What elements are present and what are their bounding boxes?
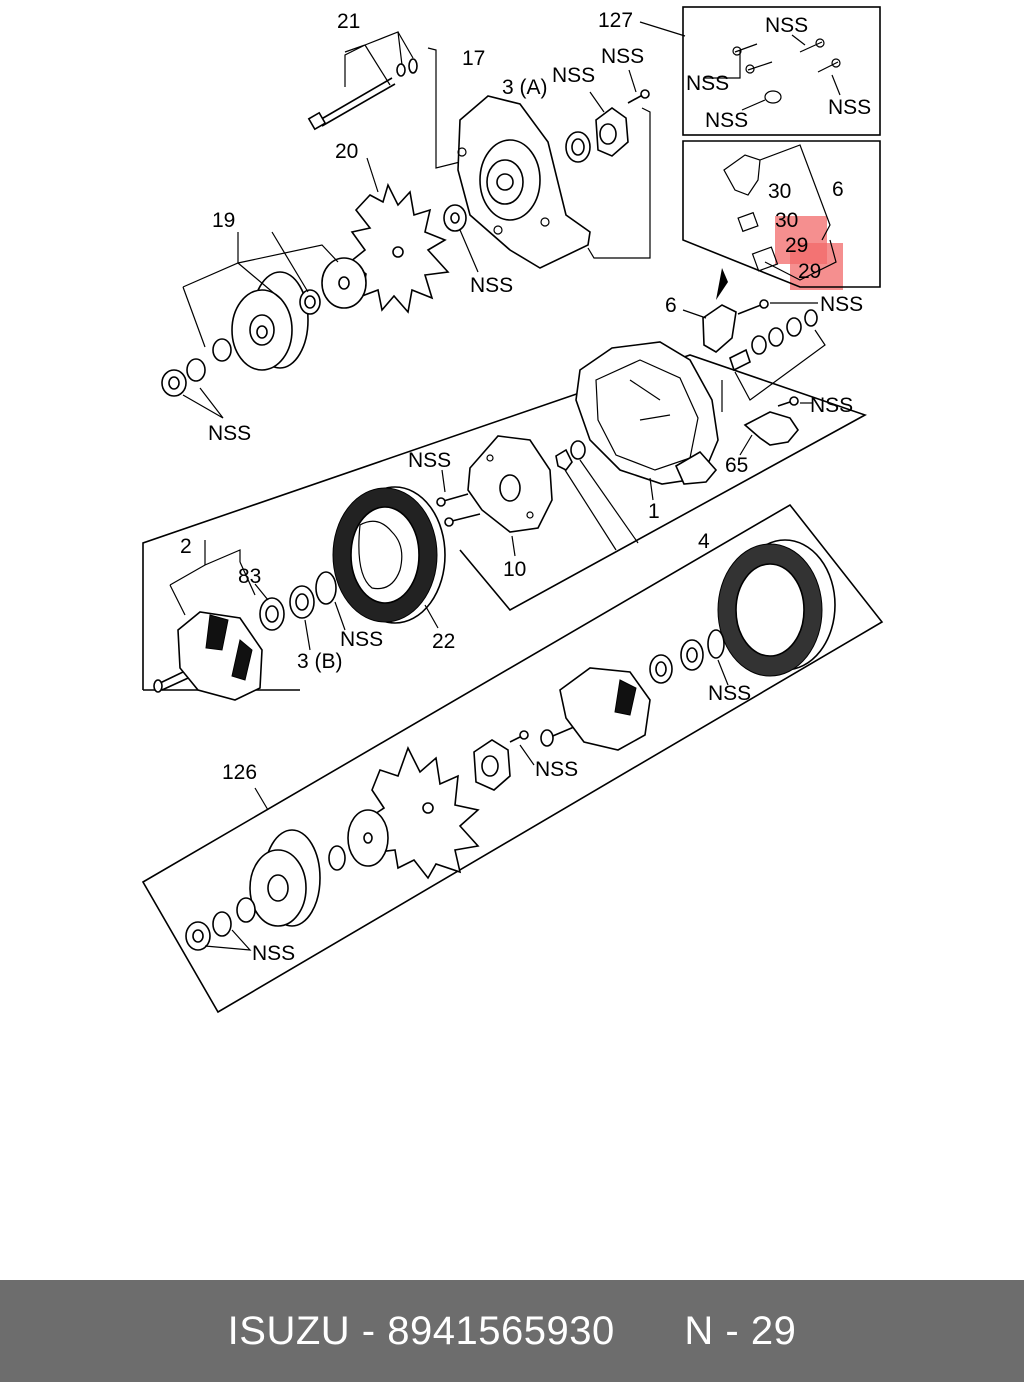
nut-126 [185,897,256,951]
pulley-nut [161,338,232,397]
inset-box-127 [682,6,881,136]
inset-box-brush [682,140,881,288]
footer-page-ref: N - 29 [684,1308,797,1353]
rear-housing-1 [575,341,719,485]
pulley-washer-b [299,289,321,315]
label-4: 4 [698,530,710,553]
label-nss-box-2: NSS [686,72,729,95]
rotor-2 [153,611,263,701]
pulley-19 [231,271,309,371]
o-ring-126 [707,629,725,659]
label-3b: 3 (B) [297,650,343,673]
label-29-b: 29 [798,260,821,283]
label-30-b: 30 [775,209,798,232]
washer-126 [328,809,389,871]
label-nss-7: NSS [408,449,451,472]
stator-126 [717,539,836,677]
bearing-126-a [649,654,673,684]
label-nss-box-1: NSS [765,14,808,37]
label-29-a: 29 [785,234,808,257]
screw-nss-top [627,89,650,104]
outline-assembly-4 [142,354,867,690]
label-nss-10: NSS [535,758,578,781]
exploded-parts-diagram: 21 17 3 (A) NSS NSS 127 20 19 NSS NSS NS… [141,6,884,1014]
brush-holder-6 [702,268,737,353]
label-nss-box-4: NSS [705,109,748,132]
bearing-83 [259,597,285,631]
label-83: 83 [238,565,261,588]
fan-20 [348,182,450,314]
bearing-3a [565,131,591,163]
bearing-3b [289,585,315,619]
label-nss-2: NSS [601,45,644,68]
label-17: 17 [462,47,485,70]
stator-22 [332,486,446,624]
retainer-126 [473,730,529,791]
footer-part-number: 8941565930 [387,1308,615,1353]
label-21: 21 [337,10,360,33]
label-2: 2 [180,535,192,558]
retainer-plate [595,107,629,157]
front-housing-17 [457,95,591,269]
label-nss-9: NSS [708,682,751,705]
label-nss-4: NSS [208,422,251,445]
rectifier-bolts [436,493,481,527]
pulley-126 [249,829,321,927]
fan-126 [364,745,480,880]
spacer-washer [443,204,467,232]
label-nss-1: NSS [552,64,595,87]
terminal-65 [743,396,799,446]
part-number-footer: ISUZU - 8941565930 N - 29 [0,1280,1024,1382]
outline-assembly-126 [141,503,884,1014]
through-bolt-21 [307,58,418,131]
label-nss-6: NSS [810,394,853,417]
terminal-washers [729,309,818,372]
label-3a: 3 (A) [502,76,548,99]
brush-holder [723,154,779,272]
pulley-washer-a [321,257,367,309]
label-nss-box-3: NSS [828,96,871,119]
label-nss-8: NSS [340,628,383,651]
label-nss-3: NSS [470,274,513,297]
footer-brand: ISUZU [227,1308,351,1353]
label-19: 19 [212,209,235,232]
insulator-clip [555,448,573,472]
label-6-a: 6 [832,178,844,201]
rotor-126 [540,667,651,751]
label-6-b: 6 [665,294,677,317]
label-1: 1 [648,500,660,523]
bolt-set-127 [732,38,841,104]
highlight-box-29-lower [790,243,843,290]
label-22: 22 [432,630,455,653]
label-30-a: 30 [768,180,791,203]
terminal-bolt [737,299,818,315]
footer-separator: - [361,1308,376,1353]
label-20: 20 [335,140,358,163]
insulator-washer [570,440,586,460]
o-ring-nss [315,571,337,605]
label-65: 65 [725,454,748,477]
bearing-126-b [680,639,704,671]
label-127: 127 [598,9,633,32]
label-nss-11: NSS [252,942,295,965]
label-nss-5: NSS [820,293,863,316]
rectifier-10 [467,435,553,533]
label-10: 10 [503,558,526,581]
label-126: 126 [222,761,257,784]
